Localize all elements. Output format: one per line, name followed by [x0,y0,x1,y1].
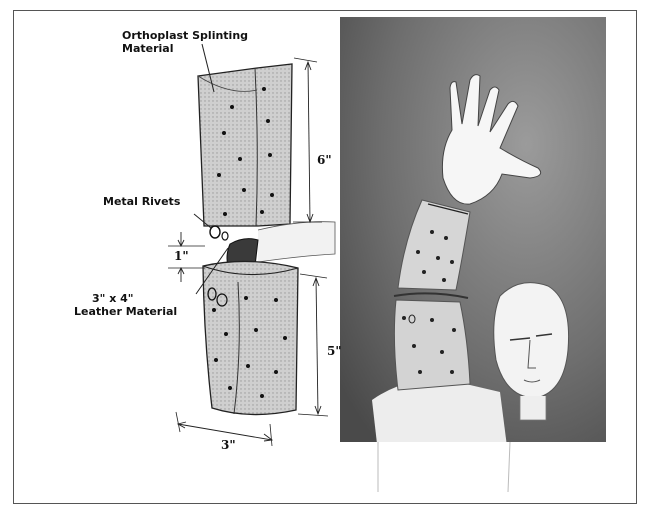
material-label-line2: Material [122,43,173,55]
material-label-line1: Orthoplast Splinting [122,30,248,42]
mannequin-head [494,283,569,398]
upper-splint [198,64,292,226]
dimension-width: 3" [221,438,236,452]
dimension-gap: 1" [174,249,189,263]
leather-label-line2: Leather Material [74,306,177,318]
splint-drawing [168,44,335,446]
rivets-label: Metal Rivets [103,196,180,208]
dimension-upper-height: 6" [317,153,332,167]
splint-on-arm-lower [394,300,470,390]
patient-photo [340,17,606,492]
dimension-lower-height: 5" [327,344,342,358]
leather-label-line1: 3" x 4" [92,293,134,305]
